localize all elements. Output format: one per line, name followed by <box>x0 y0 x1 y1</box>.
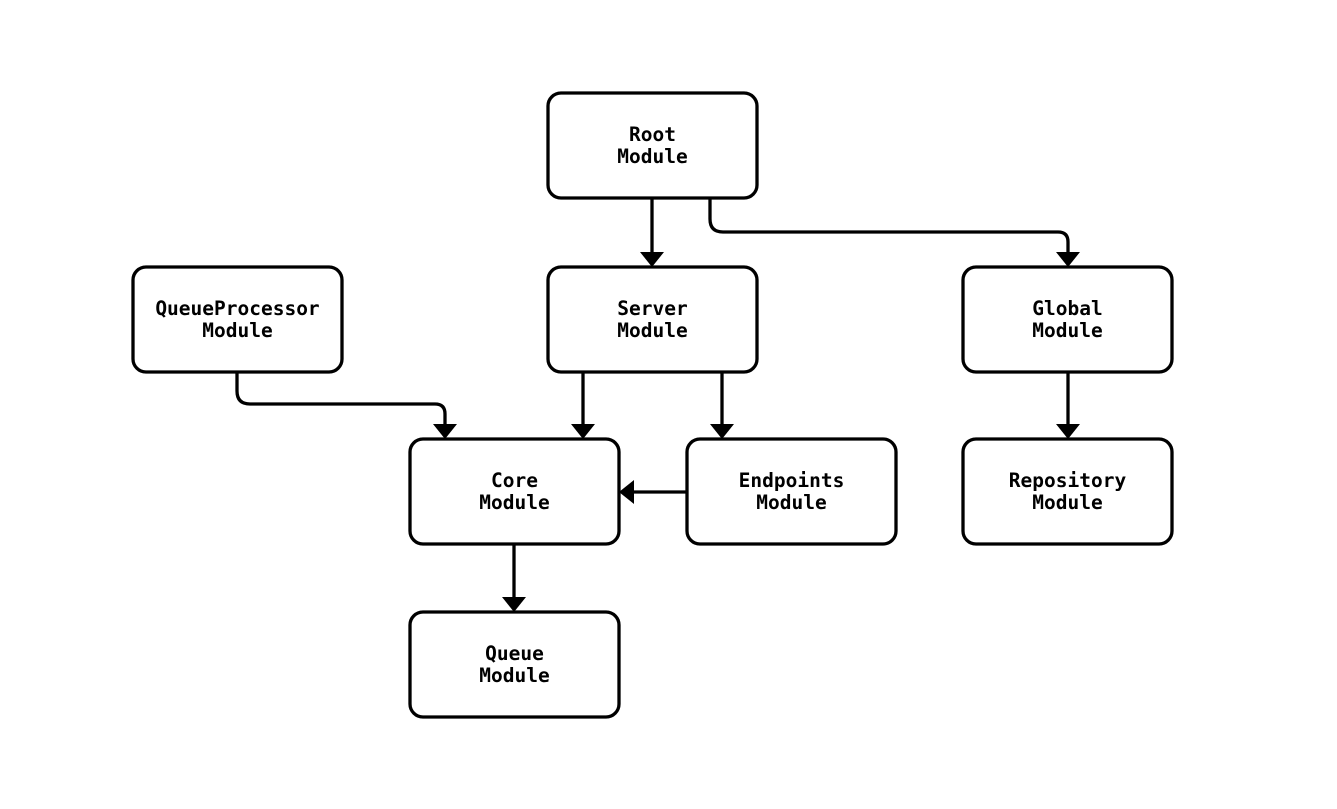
node-root-box <box>546 91 759 200</box>
edge-root-server <box>640 198 664 267</box>
node-endpoints-box <box>685 437 898 546</box>
node-endpoints-label-line2: Module <box>756 491 826 514</box>
node-repository-label-line2: Module <box>1032 491 1102 514</box>
node-core-label-line2: Module <box>479 491 549 514</box>
node-core-box <box>408 437 621 546</box>
node-server-label-line2: Module <box>617 319 687 342</box>
node-queue-label-line1: Queue <box>485 642 544 665</box>
node-global-box <box>961 265 1174 374</box>
edge-endpoints-core <box>619 480 687 504</box>
arrowhead-icon <box>571 424 595 439</box>
edge-root-global <box>708 198 1080 267</box>
node-server-box <box>546 265 759 374</box>
node-queue-box <box>408 610 621 719</box>
edge-line-root-global <box>708 198 1070 252</box>
edge-core-queue <box>502 544 526 612</box>
node-root-label-line2: Module <box>617 145 687 168</box>
node-root-label-line1: Root <box>629 123 676 146</box>
node-repository-label-line1: Repository <box>1009 469 1127 492</box>
node-repository-box <box>961 437 1174 546</box>
node-queueprocessor-box <box>131 265 344 374</box>
edge-server-endpoints <box>710 372 734 439</box>
arrowhead-icon <box>710 424 734 439</box>
edge-queueprocessor-core <box>235 372 457 439</box>
node-endpoints-label-line1: Endpoints <box>739 469 845 492</box>
edge-global-repository <box>1056 372 1080 439</box>
arrowhead-icon <box>1056 424 1080 439</box>
arrowhead-icon <box>502 597 526 612</box>
arrowhead-icon <box>1056 252 1080 267</box>
node-core-label-line1: Core <box>491 469 538 492</box>
arrowhead-icon <box>640 252 664 267</box>
node-global-label-line1: Global <box>1032 297 1102 320</box>
arrowhead-icon <box>433 424 457 439</box>
edge-server-core <box>571 372 595 439</box>
node-queue-label-line2: Module <box>479 664 549 687</box>
arrowhead-icon <box>619 480 634 504</box>
node-queueprocessor-label-line2: Module <box>202 319 272 342</box>
edge-line-queueprocessor-core <box>235 372 447 424</box>
node-queueprocessor-label-line1: QueueProcessor <box>155 297 319 320</box>
node-server-label-line1: Server <box>617 297 687 320</box>
node-global-label-line2: Module <box>1032 319 1102 342</box>
